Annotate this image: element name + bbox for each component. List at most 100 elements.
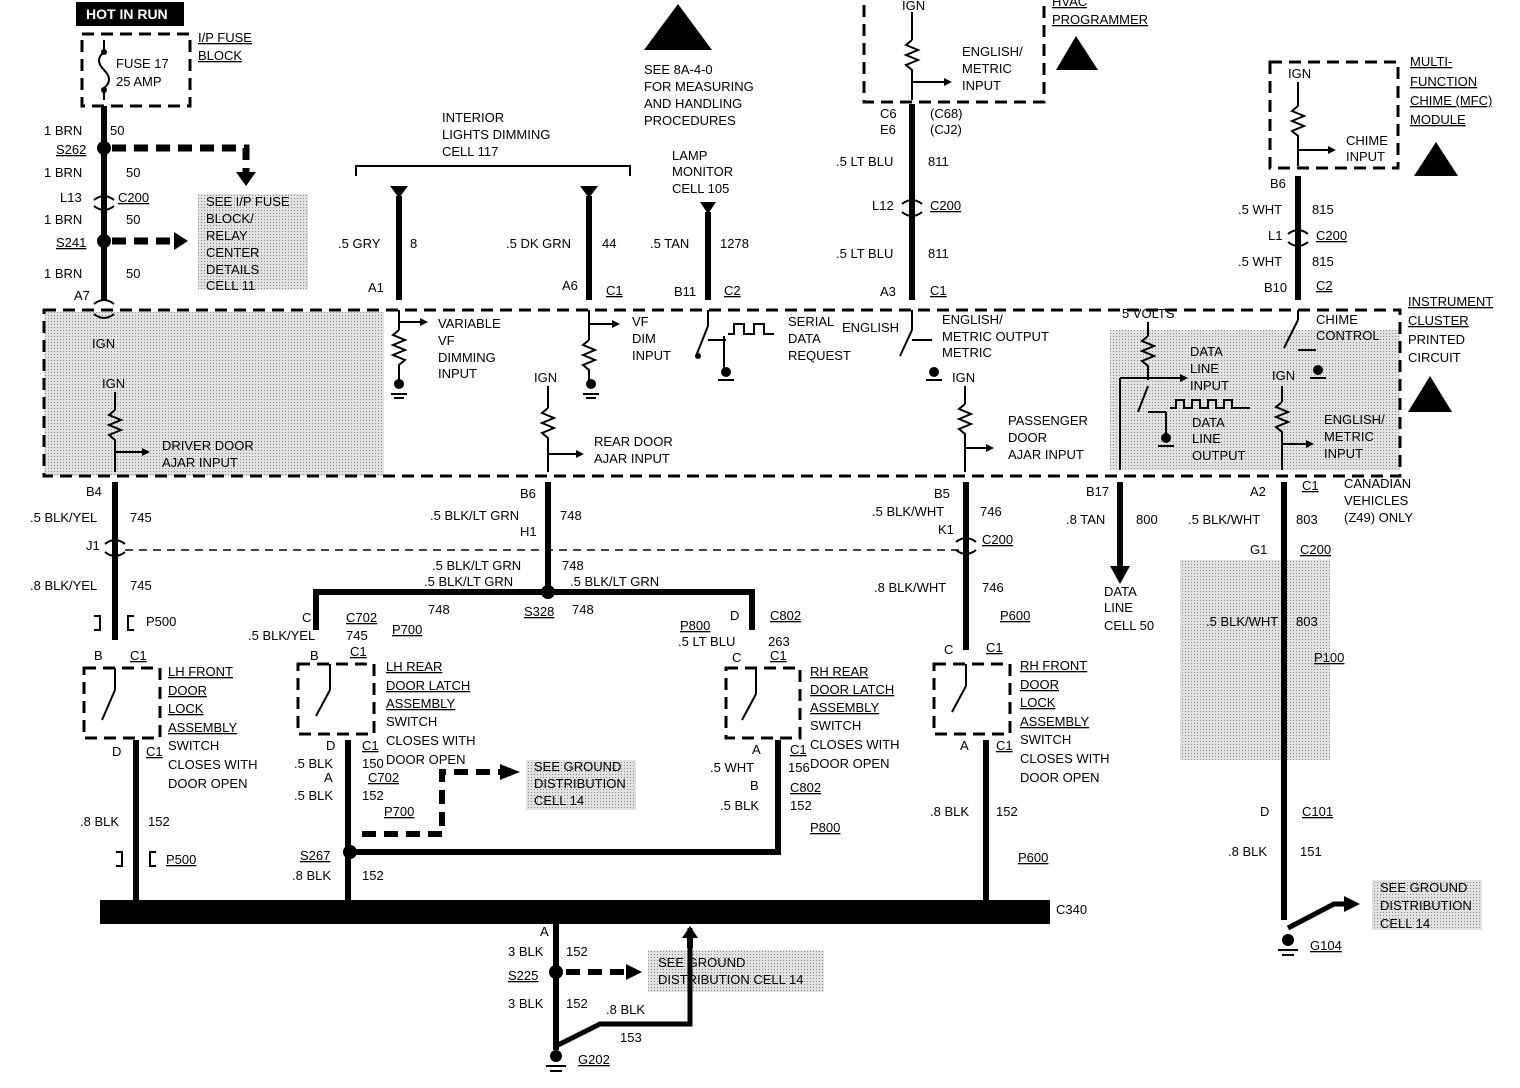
label-cluster-ign: IGN [92, 336, 115, 351]
label-col_lhr-c1: C1 [350, 644, 367, 659]
label-dimming-w8_num: 8 [410, 236, 417, 251]
fuse-block-box [80, 32, 192, 108]
label-col_rear-n1: 748 [560, 508, 582, 523]
label-bottom-s225: S225 [508, 968, 538, 983]
label-dimming-c1: C1 [606, 283, 623, 298]
label-dimming-title-2: CELL 117 [442, 144, 498, 159]
label-col_lhr-see_ground-2: CELL 14 [534, 793, 584, 808]
label-col_rhf-switch-0: RH FRONT [1020, 658, 1087, 673]
label-hvac-title-1: PROGRAMMER [1052, 12, 1148, 27]
label-col_em-c101: C101 [1302, 804, 1333, 819]
label-col_rhr-c802: C802 [770, 608, 801, 623]
label-cluster-pass_door-2: AJAR INPUT [1008, 447, 1084, 462]
label-hvac-ign: IGN [902, 0, 925, 13]
label-canadian-2: (Z49) ONLY [1344, 510, 1413, 525]
label-cluster-em_input-1: METRIC [1324, 429, 1374, 444]
label-cluster-chime_control-1: CONTROL [1316, 328, 1380, 343]
label-col_lhr-c: C [302, 610, 311, 625]
esd-warning-icon [644, 4, 712, 50]
label-cluster-data_in-2: INPUT [1190, 378, 1229, 393]
label-lamp_monitor-title-1: MONITOR [672, 164, 733, 179]
label-cluster-vf_dim-1: DIM [632, 331, 656, 346]
label-col_rhr-c802b: C802 [790, 780, 821, 795]
label-col_lh-c1: C1 [130, 648, 147, 663]
label-cluster-em_input-0: ENGLISH/ [1324, 412, 1385, 427]
label-cluster-em_output-1: METRIC OUTPUT [942, 329, 1049, 344]
label-col_lhr-c702b: C702 [368, 770, 399, 785]
label-col_data-w: .8 TAN [1066, 512, 1105, 527]
label-cluster-title-0: INSTRUMENT [1408, 294, 1493, 309]
label-col_rear-wr: .5 BLK/LT GRN [570, 574, 659, 589]
label-col_lh-switch-1: DOOR [168, 683, 207, 698]
label-mfc-w2: .5 WHT [1238, 254, 1282, 269]
label-col_rhf-p600: P600 [1000, 608, 1030, 623]
label-cluster-em_input-2: INPUT [1324, 446, 1363, 461]
label-dimming-w44_num: 44 [602, 236, 616, 251]
label-col_rear-w2: .5 BLK/LT GRN [432, 558, 521, 573]
label-col_rhr-switch-1: DOOR LATCH [810, 682, 894, 697]
label-col_lh-w1: .5 BLK/YEL [30, 510, 97, 525]
label-col_lhr-p700: P700 [384, 804, 414, 819]
label-dimming-w44: .5 DK GRN [506, 236, 571, 251]
label-col_rhr-b: B [750, 778, 759, 793]
label-col_rhf-b5: B5 [934, 486, 950, 501]
dimming-brace [355, 165, 631, 176]
label-col_rhr-closes-2: DOOR OPEN [810, 756, 889, 771]
label-col_rear-b6: B6 [520, 486, 536, 501]
label-bottom-w1: 3 BLK [508, 944, 544, 959]
label-cluster-vf_dim-2: INPUT [632, 348, 671, 363]
label-col_rhf-n1: 746 [980, 504, 1002, 519]
label-col_rhr-a: A [752, 742, 761, 757]
label-col_lhr-n2: 150 [362, 756, 384, 771]
label-hvac-w1_num: 811 [928, 154, 949, 169]
cluster-shade-left [44, 312, 384, 476]
label-col_em-c1: C1 [1302, 478, 1319, 493]
label-left_feed-w2_num: 50 [126, 165, 140, 180]
label-col_rhr-c1: C1 [770, 648, 787, 663]
label-left_feed-see_fuse-1: BLOCK/ [206, 211, 254, 226]
label-cluster-driver_door-0: DRIVER DOOR [162, 438, 254, 453]
label-col_lhr-closes-2: DOOR OPEN [386, 752, 465, 767]
mfc-module-box [1268, 60, 1400, 170]
label-col_rhf-c: C [944, 642, 953, 657]
label-cluster-data_out-1: LINE [1192, 431, 1221, 446]
label-canadian-0: CANADIAN [1344, 476, 1411, 491]
fuse-block-title-2: BLOCK [198, 48, 242, 63]
label-bottom-w3: .8 BLK [606, 1002, 645, 1017]
label-hvac-c6: C6 [880, 106, 897, 121]
label-col_rear-n2: 748 [562, 558, 584, 573]
mfc-esd-icon [1414, 142, 1458, 176]
label-esd_note-0: SEE 8A-4-0 [644, 62, 713, 77]
label-col_rear-wl: .5 BLK/LT GRN [424, 574, 513, 589]
label-col_lhr-see_ground-0: SEE GROUND [534, 759, 621, 774]
label-col_rhr-n3: 152 [790, 798, 812, 813]
hot-in-run-badge [76, 2, 184, 26]
label-col_lhr-switch-1: DOOR LATCH [386, 678, 470, 693]
label-left_feed-w4_size: 1 BRN [44, 266, 82, 281]
label-mfc-w2_num: 815 [1312, 254, 1334, 269]
label-mfc-c2: C2 [1316, 278, 1333, 293]
fuse-block-title-1: I/P FUSE [198, 30, 252, 45]
label-col_rhf-switch-1: DOOR [1020, 677, 1059, 692]
label-esd_note-2: AND HANDLING [644, 96, 742, 111]
label-left_feed-w1_size: 1 BRN [44, 123, 82, 138]
label-mfc-c200: C200 [1316, 228, 1347, 243]
label-col_lh-w3: .8 BLK [80, 814, 119, 829]
splice-s225 [549, 965, 563, 979]
label-hvac-l12: L12 [872, 198, 894, 213]
label-col_em-n2: 803 [1296, 614, 1318, 629]
label-col_rhr-w1: .5 LT BLU [678, 634, 735, 649]
label-col_rhf-switch-3: ASSEMBLY [1020, 714, 1089, 729]
label-hvac-em-1: METRIC [962, 61, 1012, 76]
label-col_lh-n1: 745 [130, 510, 152, 525]
label-canadian-1: VEHICLES [1344, 493, 1409, 508]
label-mfc-title-3: MODULE [1410, 112, 1466, 127]
label-col_lh-p500: P500 [146, 614, 176, 629]
label-hvac-c68: (C68) [930, 106, 963, 121]
label-dimming-a6: A6 [562, 278, 578, 293]
label-col_em-see_ground-0: SEE GROUND [1380, 880, 1467, 895]
label-left_feed-a7: A7 [74, 288, 90, 303]
label-col_lhr-c702: C702 [346, 610, 377, 625]
ground-bus-c340 [100, 900, 1050, 924]
